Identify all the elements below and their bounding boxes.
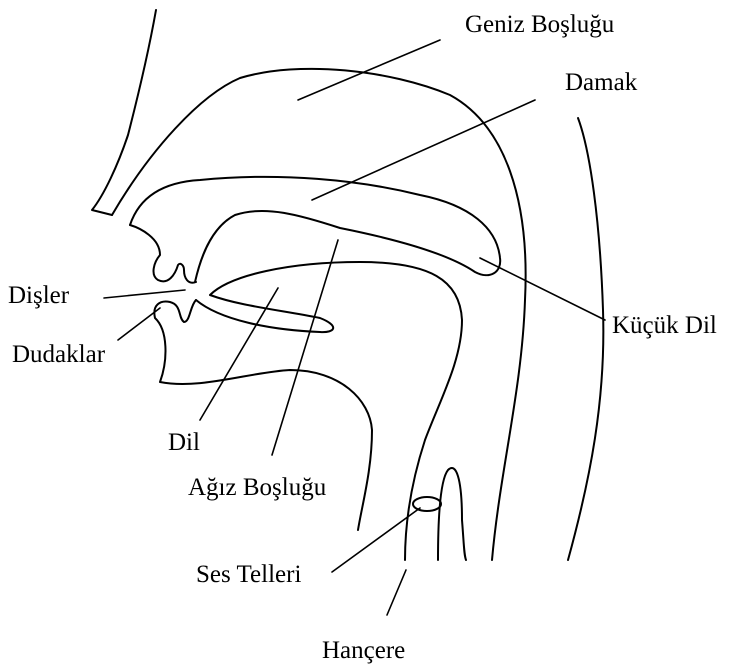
label-uvula: Küçük Dil xyxy=(612,312,717,339)
label-teeth: Dişler xyxy=(8,282,70,309)
leader-line-larynx xyxy=(387,570,406,615)
leader-line-tongue xyxy=(200,288,278,420)
leader-line-nasal-cavity xyxy=(298,40,440,100)
anatomy-outlines xyxy=(92,10,603,560)
upper-lip-outline xyxy=(130,225,196,283)
label-oral-cavity: Ağız Boşluğu xyxy=(188,474,327,501)
label-larynx: Hançere xyxy=(322,637,405,664)
leader-line-teeth xyxy=(104,290,185,298)
leader-line-lips xyxy=(118,308,160,340)
tongue-outline xyxy=(196,262,462,560)
leader-lines xyxy=(104,40,605,615)
label-lips: Dudaklar xyxy=(12,341,106,368)
label-tongue: Dil xyxy=(168,429,200,456)
larynx-loop-outline xyxy=(438,468,466,560)
leader-line-uvula xyxy=(480,258,605,320)
throat-back-outline xyxy=(568,118,603,560)
leader-line-vocal-cords xyxy=(332,508,420,572)
palate-outline xyxy=(130,177,500,282)
leader-line-oral-cavity xyxy=(272,240,338,455)
vocal-cords-shape xyxy=(413,497,441,511)
face-profile-outline xyxy=(92,10,156,215)
diagram-labels: Geniz Boşluğu Damak Dişler Dudaklar Küçü… xyxy=(8,11,717,664)
label-vocal-cords: Ses Telleri xyxy=(196,561,301,588)
label-palate: Damak xyxy=(565,69,638,96)
label-nasal-cavity: Geniz Boşluğu xyxy=(465,11,615,38)
